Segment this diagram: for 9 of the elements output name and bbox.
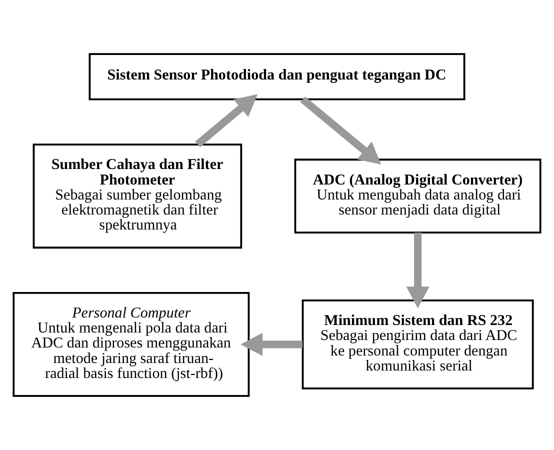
node-box: Personal Computer Untuk mengenali pola data dari ADC dan diproses menggunakan metode jaring saraf tiruan-radial basis function (jst-rbf)) [12, 292, 250, 397]
arrow [240, 332, 303, 356]
node-box: Sistem Sensor Photodioda dan penguat tegangan DC [88, 53, 466, 100]
arrow [300, 96, 382, 164]
arrow [406, 232, 430, 309]
node-box: Sumber Cahaya dan Filter Photometer Sebagai sumber gelombang elektromagnetik dan filter spektrumnya [32, 144, 242, 249]
node-box: Minimum Sistem dan RS 232 Sebagai pengirim data dari ADC ke personal computer dengan komunikasi serial [302, 299, 534, 390]
node-box: ADC (Analog Digital Converter) Untuk mengubah data analog dari sensor menjadi data digital [294, 158, 542, 234]
arrow [195, 94, 258, 148]
